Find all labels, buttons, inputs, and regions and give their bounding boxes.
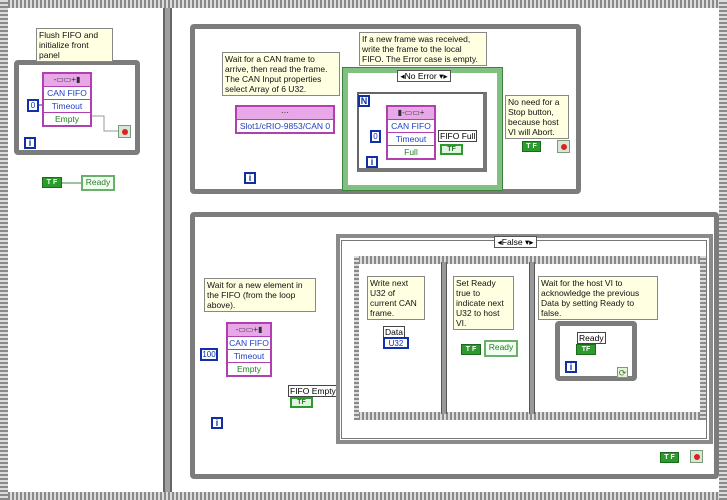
terminal-timeout: Timeout: [228, 349, 270, 362]
sequence-frame-divider: [163, 8, 172, 492]
bool-constant[interactable]: T F: [522, 141, 541, 152]
comment-fifo-write: If a new frame was received, write the f…: [359, 32, 487, 66]
timeout-constant[interactable]: 100: [200, 348, 218, 361]
timeout-constant[interactable]: 0: [370, 130, 381, 143]
ready-indicator: Ready: [484, 340, 518, 357]
comment-flush: Flush FIFO and initialize front panel: [36, 28, 113, 62]
sequence-film-left: [0, 0, 8, 500]
bool-constant[interactable]: T F: [660, 452, 679, 463]
for-iteration-terminal: i: [366, 156, 378, 168]
comment-can-read: Wait for a CAN frame to arrive, then rea…: [222, 52, 340, 96]
case-selector-label: False: [501, 237, 523, 247]
iteration-terminal: i: [244, 172, 256, 184]
comment-no-stop: No need for a Stop button, because host …: [505, 95, 569, 139]
stop-condition-icon[interactable]: [118, 125, 131, 138]
terminal-can-fifo: CAN FIFO: [228, 336, 270, 349]
comment-wait-ack: Wait for the host VI to acknowledge the …: [538, 276, 658, 320]
fifo-full-indicator: TF: [440, 144, 463, 155]
timeout-constant[interactable]: 0: [27, 99, 39, 112]
sequence-film-top: [0, 0, 727, 8]
continue-if-true-icon[interactable]: ⟳: [617, 367, 628, 378]
fifo-read-node[interactable]: -▭▭+▮ CAN FIFO Timeout Empty: [226, 322, 272, 377]
terminal-empty: Empty: [44, 112, 90, 125]
terminal-timeout: Timeout: [44, 99, 90, 112]
case-selector[interactable]: ◂False ▾▸: [494, 236, 537, 248]
fifo-icon: -▭▭+▮: [44, 74, 90, 86]
terminal-can-fifo: CAN FIFO: [44, 86, 90, 99]
stop-condition-icon[interactable]: [557, 140, 570, 153]
iteration-terminal: i: [565, 361, 577, 373]
while-loop-flush: [14, 60, 140, 155]
bool-constant[interactable]: T F: [461, 344, 481, 355]
terminal-empty: Empty: [228, 362, 270, 375]
sequence-film-bottom: [0, 492, 727, 500]
iteration-terminal: i: [211, 417, 223, 429]
case-selector-label: No Error: [404, 71, 437, 81]
fifo-write-node[interactable]: ▮-▭▭+ CAN FIFO Timeout Full: [386, 105, 436, 160]
ready-label: Ready: [577, 332, 606, 344]
flat-sequence-edge: [700, 256, 706, 420]
fifo-read-node[interactable]: -▭▭+▮ CAN FIFO Timeout Empty: [42, 72, 92, 127]
can-read-node[interactable]: ⋯ Slot1/cRIO-9853/CAN 0: [235, 105, 335, 134]
fifo-empty-indicator: TF: [290, 397, 313, 408]
comment-wait-fifo: Wait for a new element in the FIFO (from…: [204, 278, 316, 312]
terminal-full: Full: [388, 145, 434, 158]
stop-condition-icon[interactable]: [690, 450, 703, 463]
fifo-icon: ▮-▭▭+: [388, 107, 434, 119]
case-selector[interactable]: ◂No Error ▾▸: [397, 70, 451, 82]
sequence-divider: [441, 262, 447, 414]
flat-sequence-edge: [354, 256, 359, 420]
ready-indicator: Ready: [81, 175, 115, 191]
terminal-can-fifo: CAN FIFO: [388, 119, 434, 132]
comment-set-ready: Set Ready true to indicate next U32 to h…: [453, 276, 514, 330]
fifo-icon: -▭▭+▮: [228, 324, 270, 336]
can-resource: Slot1/cRIO-9853/CAN 0: [237, 119, 333, 132]
sequence-film-right: [719, 0, 727, 500]
wire-empty-stop: [92, 115, 118, 132]
fifo-full-label: FIFO Full: [438, 130, 478, 142]
count-terminal: N: [358, 95, 370, 107]
sequence-divider: [529, 262, 535, 414]
can-icon: ⋯: [237, 107, 333, 119]
bool-constant[interactable]: T F: [42, 177, 62, 188]
flat-sequence-film-bottom: [354, 412, 706, 420]
iteration-terminal: i: [24, 137, 36, 149]
fifo-empty-label: FIFO Empty: [288, 385, 338, 397]
flat-sequence-film-top: [354, 256, 706, 264]
comment-write-u32: Write next U32 of current CAN frame.: [367, 276, 425, 320]
ready-control-terminal[interactable]: TF: [576, 344, 596, 355]
terminal-timeout: Timeout: [388, 132, 434, 145]
data-indicator: U32: [383, 337, 409, 349]
